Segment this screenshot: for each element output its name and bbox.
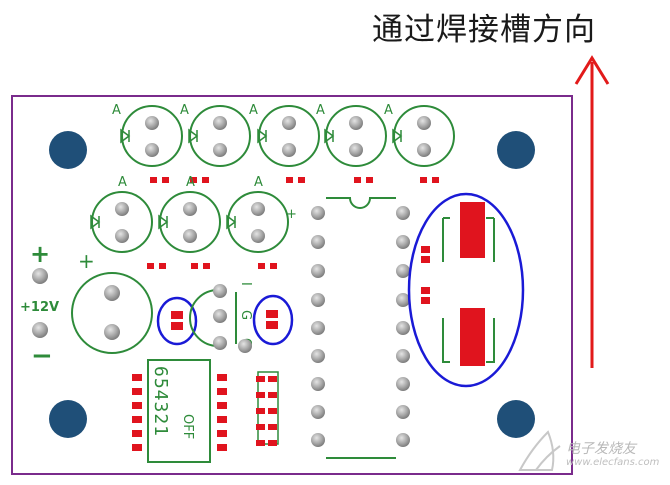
voltage-regulator: I G O [189,282,253,353]
regulator-pin-label: I [238,282,253,286]
led-anode-mark: A [118,175,127,190]
power-minus-mark: − [31,341,53,371]
power-pad-plus [32,268,48,284]
watermark-url: www.elecfans.com [566,457,660,468]
led-anode-mark: A [112,103,121,118]
led-5 [392,105,455,167]
led-anode-mark: A [186,175,195,190]
watermark-name: 电子发烧友 [566,441,636,457]
led-7 [158,191,221,253]
led-row-top: A A A A A [112,103,455,167]
ic-dip-socket [311,197,410,459]
dip-switch: 654321 OFF [132,359,227,463]
led-1 [120,105,183,167]
led-anode-mark: A [180,103,189,118]
led-anode-marks-row-2: A A A [118,175,263,190]
led-anode-mark: A [316,103,325,118]
elecfans-logo-icon [518,430,561,471]
mounting-holes [49,131,535,438]
led-3 [257,105,320,167]
highlight-smd-middle [252,294,294,346]
power-voltage-label: +12V [20,300,59,315]
led-anode-mark: A [249,103,258,118]
electrolytic-capacitor: + [71,249,153,354]
led-anode-mark: A [384,103,393,118]
led-row-middle: + [90,191,297,253]
mount-hole-top-left [49,131,87,169]
board-outline [11,95,573,475]
led-4 [324,105,387,167]
regulator-pin-label: G [238,310,253,320]
capacitor-plus-mark: + [78,249,95,273]
mount-hole-top-right [497,131,535,169]
dip-switch-off-label: OFF [180,414,195,439]
led-6 [90,191,153,253]
solder-slot-direction-title: 通过焊接槽方向 [372,12,596,48]
mount-hole-bottom-left [49,400,87,438]
led-2 [188,105,251,167]
smd-resistors-row-2 [147,263,277,269]
power-connector: + +12V − [20,240,59,371]
smd-resistors-row-1 [150,177,439,183]
led-plus-mark: + [286,207,297,222]
power-pad-minus [32,322,48,338]
led-anode-mark: A [254,175,263,190]
dip-switch-numbers: 654321 [150,366,171,437]
highlight-smd-right [407,192,525,388]
smd-stack [256,371,279,446]
highlight-smd-left [156,296,198,346]
red-up-arrow-icon [574,55,610,368]
mount-hole-bottom-right [497,400,535,438]
power-plus-mark: + [30,240,50,268]
led-8 [226,191,289,253]
